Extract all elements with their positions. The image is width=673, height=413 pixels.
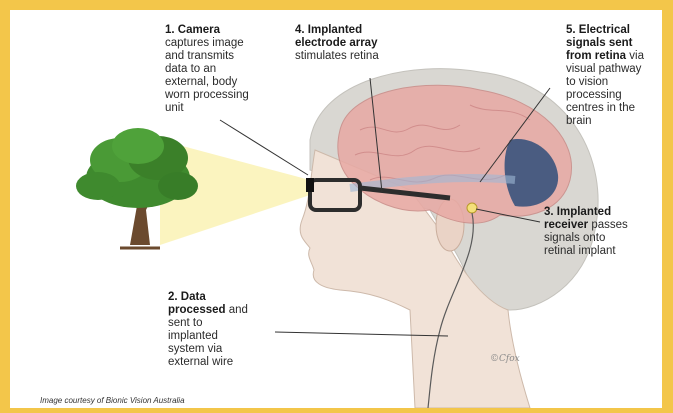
signals-line-2: to vision <box>566 76 644 89</box>
data-inline: and <box>226 304 248 316</box>
signals-inline: via <box>626 50 644 62</box>
image-credit: Image courtesy of Bionic Vision Australi… <box>40 396 185 405</box>
camera-line-3: data to an <box>165 63 249 76</box>
receiver-inline: passes <box>588 219 628 231</box>
signals-line-4: centres in the <box>566 102 644 115</box>
data-line-3: system via <box>168 343 248 356</box>
receiver-line-2: retinal implant <box>544 245 628 258</box>
electrode-title-2: electrode array <box>295 37 377 49</box>
receiver-title-2: receiver <box>544 219 588 231</box>
label-implanted-receiver: 3. Implanted receiver passes signals ont… <box>544 206 628 258</box>
label-data-processed: 2. Data processed and sent to implanted … <box>168 291 248 369</box>
artist-signature: ©Cfox <box>490 354 520 364</box>
camera-line-5: worn processing <box>165 89 249 102</box>
signals-title-1: 5. Electrical <box>566 24 630 36</box>
signals-title-3: from retina <box>566 50 626 62</box>
signals-line-1: visual pathway <box>566 63 644 76</box>
receiver-line-1: signals onto <box>544 232 628 245</box>
camera-line-6: unit <box>165 102 249 115</box>
camera-line-1: captures image <box>165 37 249 50</box>
data-title-2: processed <box>168 304 226 316</box>
camera-line-4: external, body <box>165 76 249 89</box>
diagram-frame: 1. Camera captures image and transmits d… <box>10 10 662 408</box>
label-camera: 1. Camera captures image and transmits d… <box>165 24 249 115</box>
data-title-1: 2. Data <box>168 291 206 303</box>
camera-line-2: and transmits <box>165 50 249 63</box>
electrode-title-1: 4. Implanted <box>295 24 362 36</box>
implanted-receiver <box>467 203 477 213</box>
data-line-2: implanted <box>168 330 248 343</box>
signals-line-3: processing <box>566 89 644 102</box>
data-line-4: external wire <box>168 356 248 369</box>
label-electrical-signals: 5. Electrical signals sent from retina v… <box>566 24 644 128</box>
signals-line-5: brain <box>566 115 644 128</box>
signals-title-2: signals sent <box>566 37 632 49</box>
data-line-1: sent to <box>168 317 248 330</box>
receiver-title-1: 3. Implanted <box>544 206 611 218</box>
camera-title: 1. Camera <box>165 24 220 36</box>
electrode-line-1: stimulates retina <box>295 50 379 63</box>
label-electrode-array: 4. Implanted electrode array stimulates … <box>295 24 379 63</box>
